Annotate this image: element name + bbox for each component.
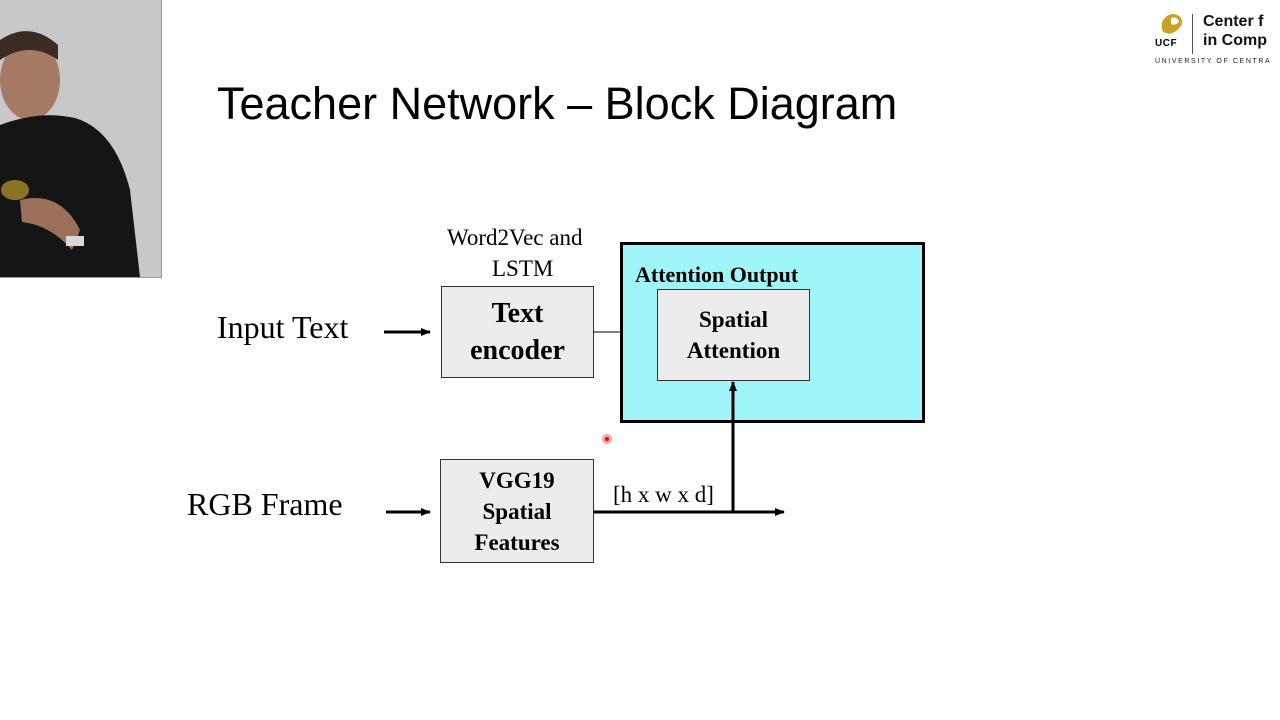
spatial-attention-line-1: Spatial (698, 307, 769, 332)
spatial-attention-line-2: Attention (686, 338, 781, 363)
encoder-note-line-1: Word2Vec and (447, 225, 583, 250)
text-encoder-block: Text encoder (441, 286, 594, 378)
logo-mark: UCF (1155, 38, 1178, 49)
pegasus-icon (1161, 14, 1183, 34)
vgg-line-2: Spatial (482, 498, 552, 524)
vgg-line-3: Features (474, 529, 560, 555)
logo-line-2: in Comp (1203, 32, 1267, 49)
slide-title: Teacher Network – Block Diagram (217, 78, 898, 129)
encoder-note-line-2: LSTM (492, 256, 554, 281)
feature-dimensions-label: [h x w x d] (613, 482, 714, 507)
vgg-line-1: VGG19 (479, 467, 555, 493)
logo-divider (1192, 14, 1193, 54)
text-encoder-line-2: encoder (470, 335, 565, 366)
presenter-webcam (0, 0, 162, 278)
ucf-logo: UCF Center f in Comp UNIVERSITY OF CENTR… (1155, 10, 1280, 70)
presenter-figure (0, 0, 161, 277)
vgg19-block: VGG19 Spatial Features (440, 459, 594, 563)
laser-pointer-dot (602, 434, 612, 444)
text-encoder-line-1: Text (491, 298, 544, 329)
rgb-frame-label: RGB Frame (187, 486, 343, 522)
logo-subline: UNIVERSITY OF CENTRA (1155, 58, 1272, 65)
spatial-attention-block: Spatial Attention (657, 289, 810, 381)
input-text-label: Input Text (217, 309, 349, 345)
logo-line-1: Center f (1203, 13, 1264, 30)
attention-output-label: Attention Output (635, 262, 799, 287)
